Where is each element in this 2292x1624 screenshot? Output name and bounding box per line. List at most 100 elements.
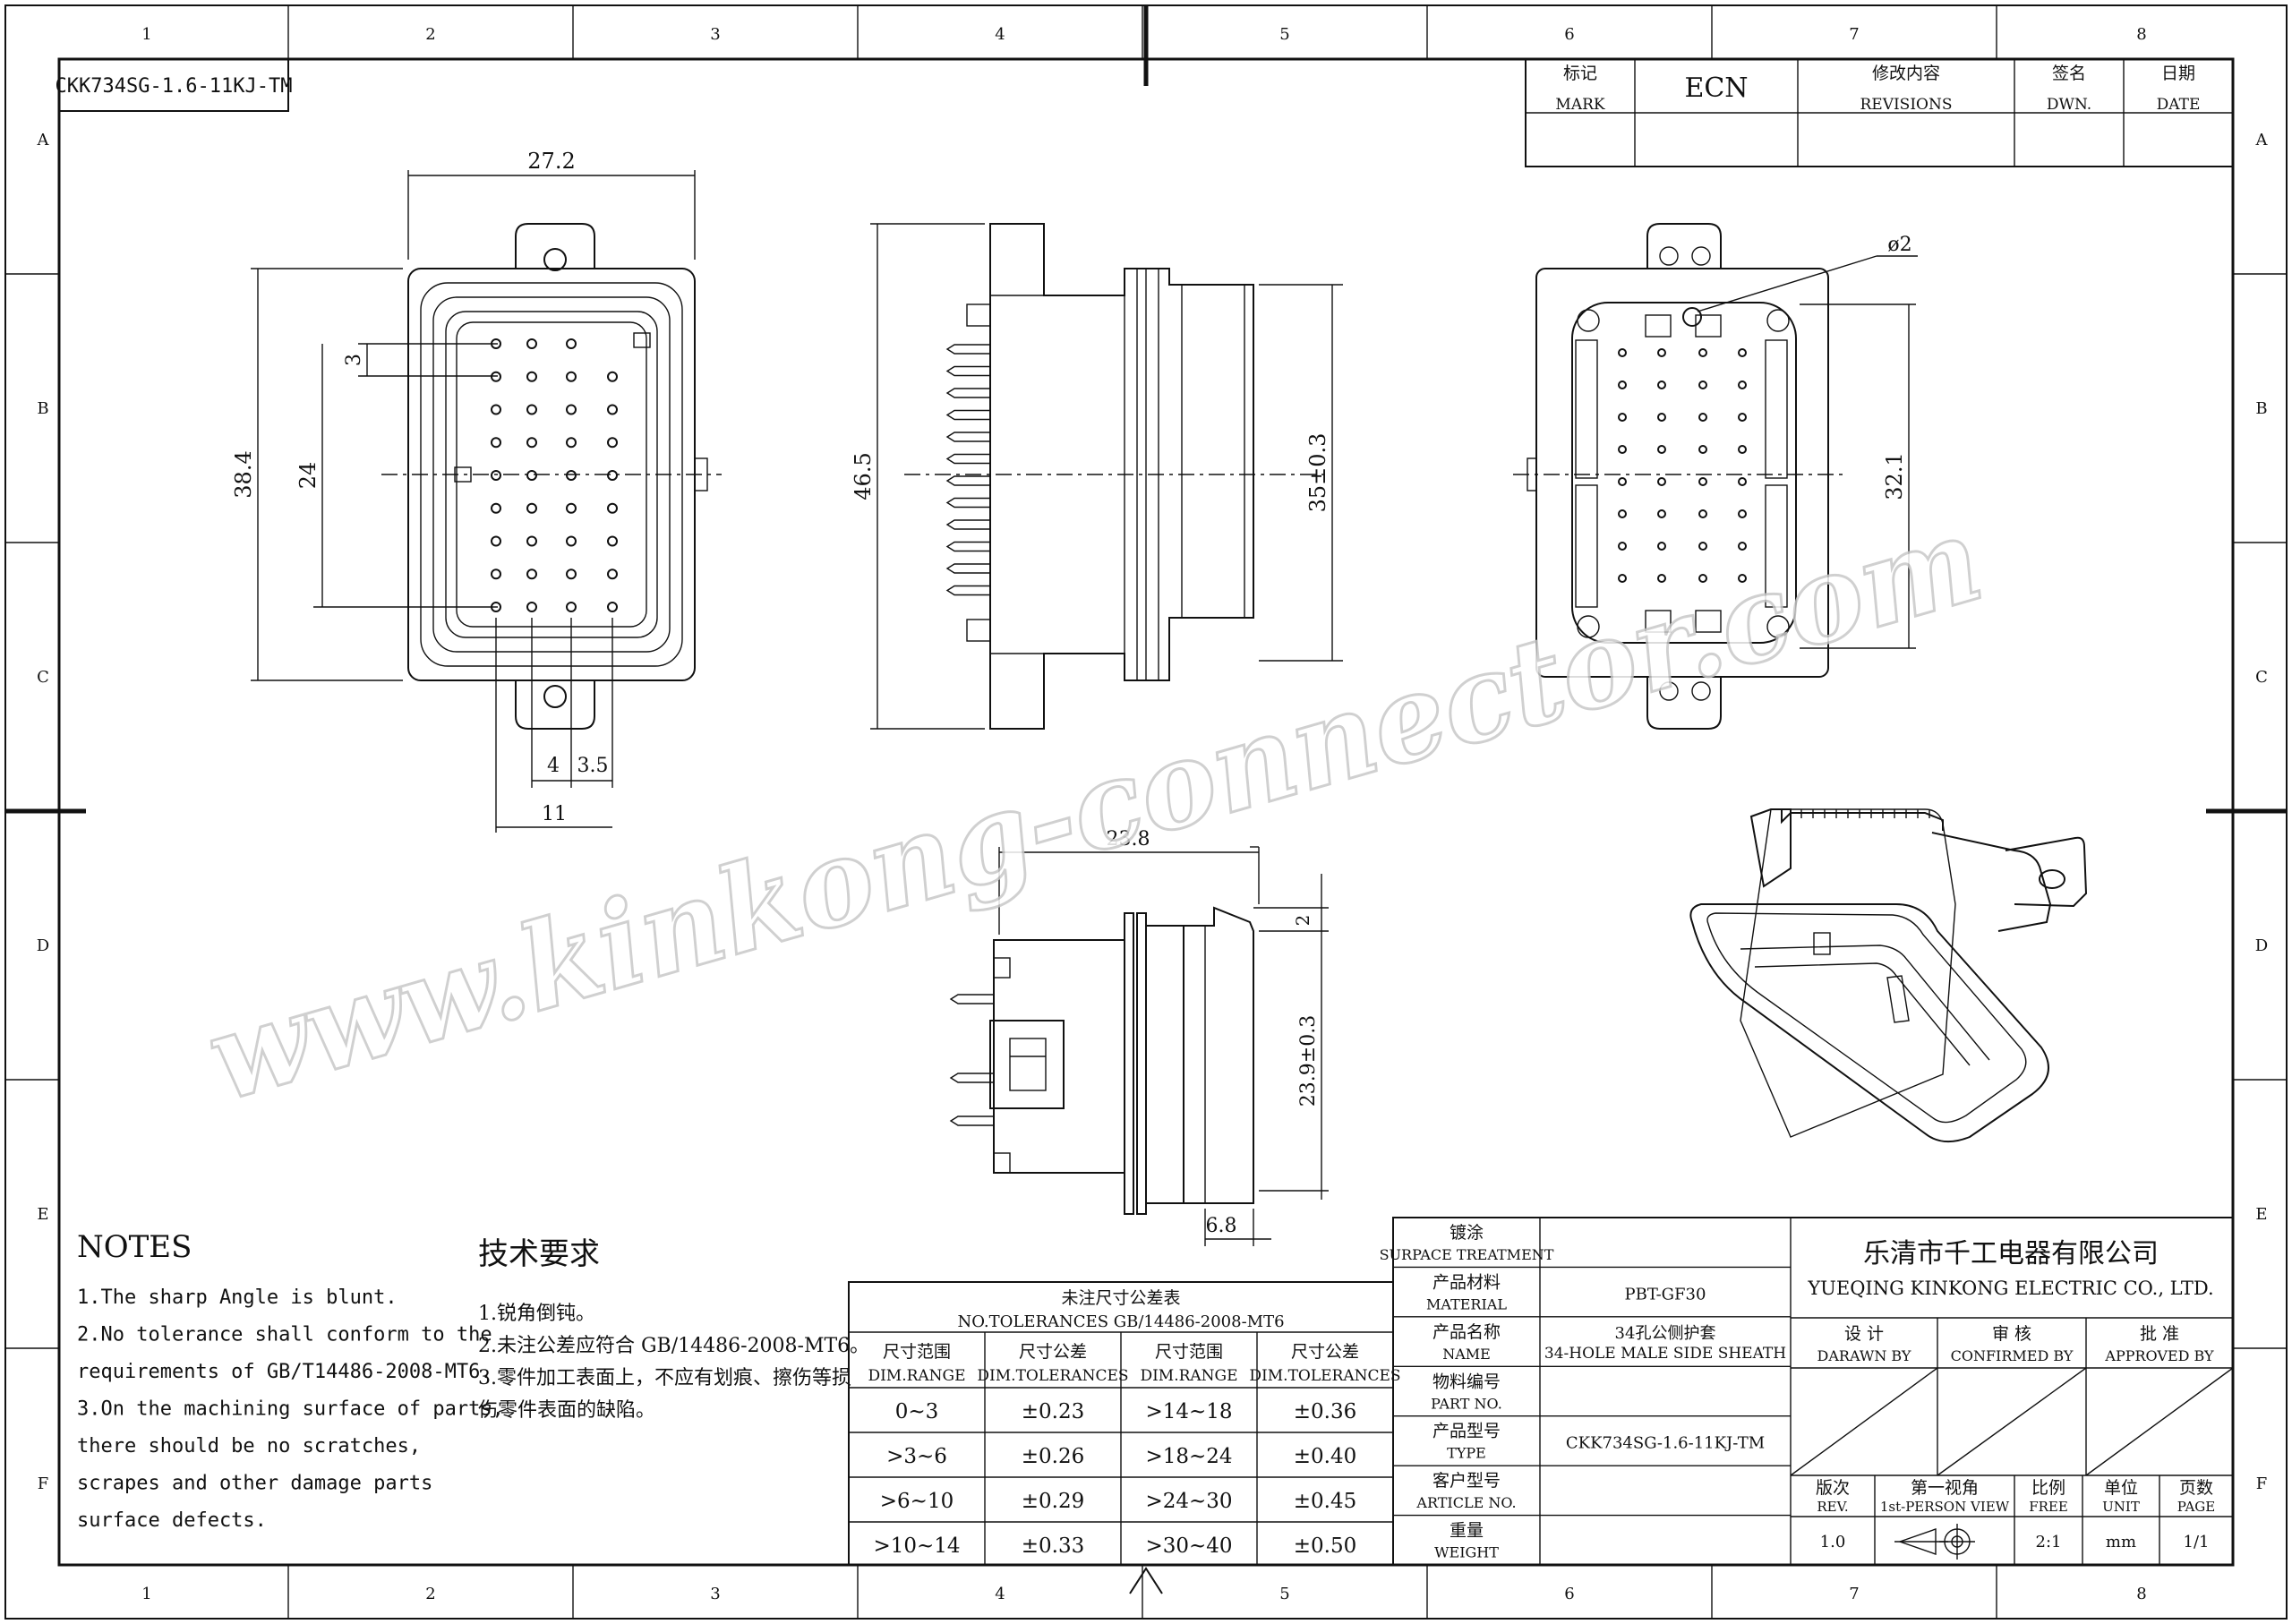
pin-hole xyxy=(607,535,618,547)
tb-field-en: MATERIAL xyxy=(1426,1295,1507,1312)
pin-hole xyxy=(607,602,618,612)
tb-field-en: NAME xyxy=(1442,1346,1491,1363)
rev-revisions-cn: 修改内容 xyxy=(1872,64,1940,83)
pin-hole xyxy=(1738,348,1747,357)
rev-ecn: ECN xyxy=(1684,73,1748,104)
tb-field-en: TYPE xyxy=(1447,1445,1486,1462)
dim-front-span-h: 11 xyxy=(542,803,567,825)
pin-hole xyxy=(1698,509,1707,518)
tb-signoff-cn: 批 准 xyxy=(2140,1324,2179,1344)
grid-col-bottom: 2 xyxy=(425,1585,435,1603)
pin-hole xyxy=(491,535,501,547)
pin-hole xyxy=(607,371,618,382)
tol-header-en: DIM.TOLERANCES xyxy=(977,1367,1128,1385)
terminal-pin xyxy=(945,519,990,530)
pin-hole xyxy=(1698,380,1707,389)
bottom-view: 23.8 2 23.9±0.3 6.8 xyxy=(949,828,1329,1246)
grid-col-bottom: 7 xyxy=(1849,1585,1859,1603)
tb-field-en: ARTICLE NO. xyxy=(1415,1494,1516,1511)
tol-header-cn: 尺寸范围 xyxy=(1155,1342,1223,1362)
pin-hole xyxy=(566,568,577,580)
tb-signoff-en: DARAWN BY xyxy=(1817,1347,1911,1364)
grid-row-right: A xyxy=(2255,131,2269,150)
terminal-pin xyxy=(945,563,990,574)
pin-hole xyxy=(1738,445,1747,454)
tol-cell: >24~30 xyxy=(1145,1490,1232,1513)
dim-bottom-depth: 23.8 xyxy=(1107,828,1150,850)
grid-col-bottom: 4 xyxy=(995,1585,1005,1603)
pin-hole xyxy=(566,437,577,449)
pin-hole xyxy=(1657,348,1666,357)
tol-cell: ±0.50 xyxy=(1294,1534,1356,1558)
note-en-line: surface defects. xyxy=(77,1509,267,1532)
tb-signoff-en: APPROVED BY xyxy=(2104,1347,2214,1364)
grid-row-left: B xyxy=(37,399,48,418)
note-cn-line: 3.零件加工表面上，不应有划痕、擦伤等损 xyxy=(478,1367,851,1389)
terminal-pin xyxy=(945,409,990,421)
pin-hole xyxy=(1698,477,1707,486)
pin-hole xyxy=(607,568,618,580)
tol-cell: >6~10 xyxy=(880,1490,954,1513)
center-mark-bottom xyxy=(1129,1567,1163,1594)
pin-hole xyxy=(1657,380,1666,389)
grid-col-bottom: 8 xyxy=(2136,1585,2146,1603)
part-label: CKK734SG-1.6-11KJ-TM xyxy=(56,75,293,98)
part-label-box xyxy=(58,58,289,112)
tb-field-cn: 产品材料 xyxy=(1432,1272,1501,1292)
note-en-line: requirements of GB/T14486-2008-MT6. xyxy=(77,1361,492,1383)
pin-hole xyxy=(1657,542,1666,551)
grid-col-top: 4 xyxy=(995,25,1005,44)
tol-cell: >14~18 xyxy=(1145,1400,1232,1423)
pin-hole xyxy=(566,502,577,514)
rev-dwn-en: DWN. xyxy=(2047,96,2091,114)
tol-cell: >10~14 xyxy=(873,1534,960,1558)
tb-bottom-cn: 页数 xyxy=(2179,1478,2213,1498)
tol-title-en: NO.TOLERANCES GB/14486-2008-MT6 xyxy=(957,1312,1284,1331)
tol-cell: >30~40 xyxy=(1145,1534,1232,1558)
pin-hole xyxy=(1698,542,1707,551)
side-view: 46.5 35±0.3 xyxy=(851,223,1343,730)
dim-front-pitch-v: 3 xyxy=(343,354,365,366)
grid-row-left: D xyxy=(37,936,49,955)
terminal-pin xyxy=(949,1073,994,1083)
terminal-pin xyxy=(945,475,990,486)
tol-cell: ±0.33 xyxy=(1022,1534,1084,1558)
grid-row-right: F xyxy=(2256,1474,2268,1493)
pin-hole xyxy=(1618,477,1627,486)
pin-hole xyxy=(1738,477,1747,486)
note-cn-line: 2.未注公差应符合 GB/14486-2008-MT6。 xyxy=(478,1335,869,1357)
tol-header-en: DIM.TOLERANCES xyxy=(1249,1367,1400,1385)
tb-bottom-value: mm xyxy=(2106,1533,2136,1551)
pin-hole xyxy=(526,470,537,481)
terminal-pin xyxy=(945,388,990,398)
tol-cell: ±0.23 xyxy=(1022,1400,1084,1423)
tb-field-cn: 产品名称 xyxy=(1432,1322,1501,1342)
dim-front-height: 38.4 xyxy=(231,450,256,498)
pin-hole xyxy=(526,404,537,415)
tol-cell: 0~3 xyxy=(895,1400,939,1423)
terminal-pin xyxy=(949,994,994,1004)
note-en-line: 3.On the machining surface of parts, xyxy=(77,1398,504,1421)
note-en-line: scrapes and other damage parts xyxy=(77,1473,432,1495)
pin-hole xyxy=(1618,348,1627,357)
dim-front-pitch-h1: 4 xyxy=(547,755,560,777)
rev-mark-en: MARK xyxy=(1555,96,1604,114)
rear-view: ø2 32.1 xyxy=(1513,223,1918,730)
pin-hole xyxy=(491,437,501,449)
pin-hole xyxy=(1657,477,1666,486)
note-cn-line: 伤零件表面的缺陷。 xyxy=(478,1399,655,1422)
dim-side-body: 35±0.3 xyxy=(1305,433,1330,513)
tb-signoff-cn: 审 核 xyxy=(1992,1324,2031,1344)
pin-hole xyxy=(526,437,537,449)
pin-hole xyxy=(607,502,618,514)
tol-header-en: DIM.RANGE xyxy=(1140,1367,1237,1385)
pin-hole xyxy=(1657,574,1666,583)
tb-bottom-value: 1/1 xyxy=(2184,1533,2210,1551)
tol-title-cn: 未注尺寸公差表 xyxy=(1061,1288,1180,1308)
grid-col-bottom: 5 xyxy=(1279,1585,1289,1603)
pin-hole xyxy=(1657,509,1666,518)
pin-hole xyxy=(526,535,537,547)
terminal-pin xyxy=(945,453,990,465)
tolerance-table: 未注尺寸公差表 NO.TOLERANCES GB/14486-2008-MT6 … xyxy=(848,1281,1401,1566)
